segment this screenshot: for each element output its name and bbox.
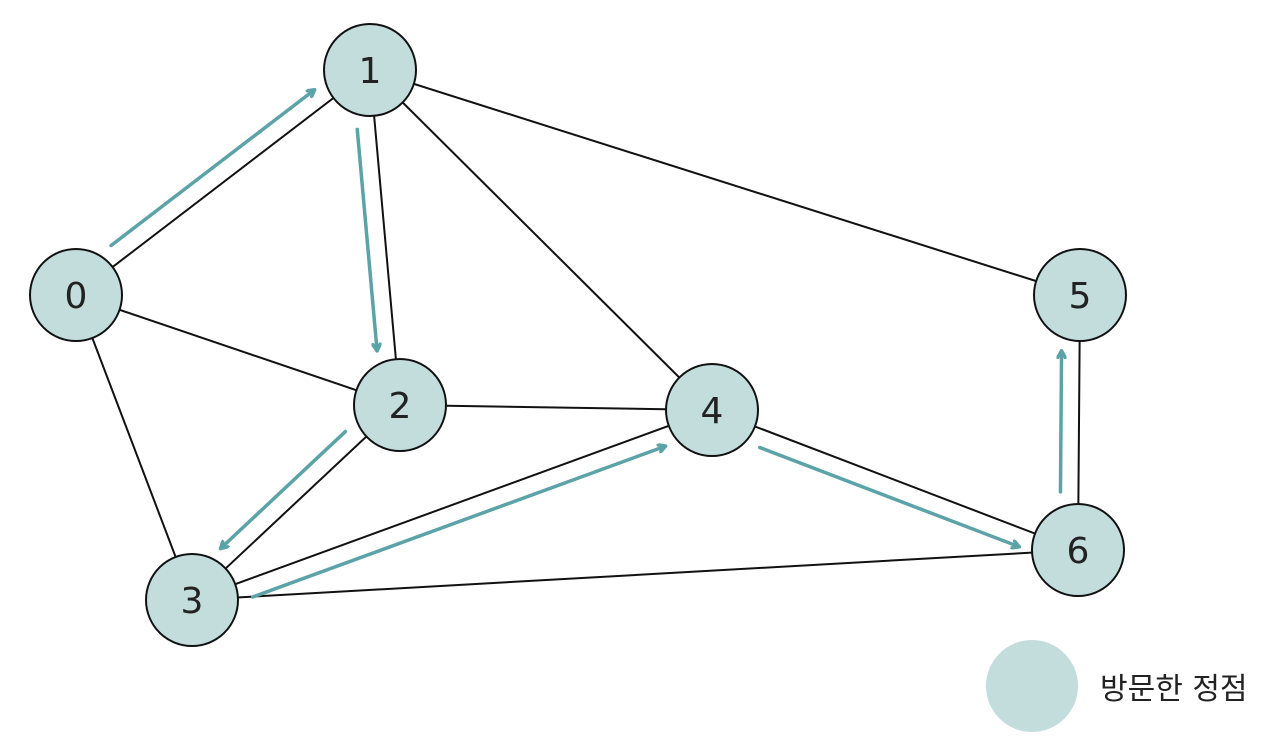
node-4: 4	[665, 363, 759, 457]
node-label: 6	[1067, 531, 1090, 572]
edge-2-4	[399, 404, 713, 411]
node-circle	[145, 553, 239, 647]
legend-visited-swatch	[986, 640, 1078, 732]
node-6: 6	[1031, 503, 1125, 597]
edge-1-5	[369, 69, 1081, 296]
node-circle	[29, 248, 123, 342]
legend: 방문한 정점	[986, 640, 1248, 732]
edge-0-1	[75, 69, 371, 296]
nodes-layer: 0 1 2 3 4 5 6	[29, 23, 1127, 647]
node-label: 4	[701, 391, 724, 432]
node-0: 0	[29, 248, 123, 342]
node-circle	[665, 363, 759, 457]
traversal-arrow-6-5	[1060, 349, 1061, 494]
node-2: 2	[353, 358, 447, 452]
node-3: 3	[145, 553, 239, 647]
edge-1-4	[369, 69, 713, 411]
edge-0-3	[75, 294, 193, 601]
node-1: 1	[323, 23, 417, 117]
traversal-arrow-0-1	[109, 87, 317, 248]
node-circle	[323, 23, 417, 117]
node-5: 5	[1033, 248, 1127, 342]
node-label: 3	[181, 581, 204, 622]
node-circle	[1031, 503, 1125, 597]
edge-2-3	[191, 404, 401, 601]
legend-label: 방문한 정점	[1100, 672, 1248, 707]
node-label: 5	[1069, 276, 1092, 317]
edge-3-6	[191, 549, 1079, 601]
node-label: 1	[359, 51, 382, 92]
node-circle	[1033, 248, 1127, 342]
node-label: 0	[65, 276, 88, 317]
edge-1-2	[369, 69, 401, 406]
traversal-arrow-2-3	[218, 429, 348, 551]
node-label: 2	[389, 386, 412, 427]
edges-layer	[75, 69, 1081, 601]
traversal-arrow-1-2	[355, 127, 377, 353]
node-circle	[353, 358, 447, 452]
traversal-arrow-3-4	[250, 446, 668, 599]
edge-3-4	[191, 409, 713, 601]
edge-4-6	[711, 409, 1079, 551]
edge-0-2	[75, 294, 401, 406]
traversal-arrows-layer	[109, 87, 1061, 599]
traversal-arrow-4-6	[757, 445, 1022, 547]
